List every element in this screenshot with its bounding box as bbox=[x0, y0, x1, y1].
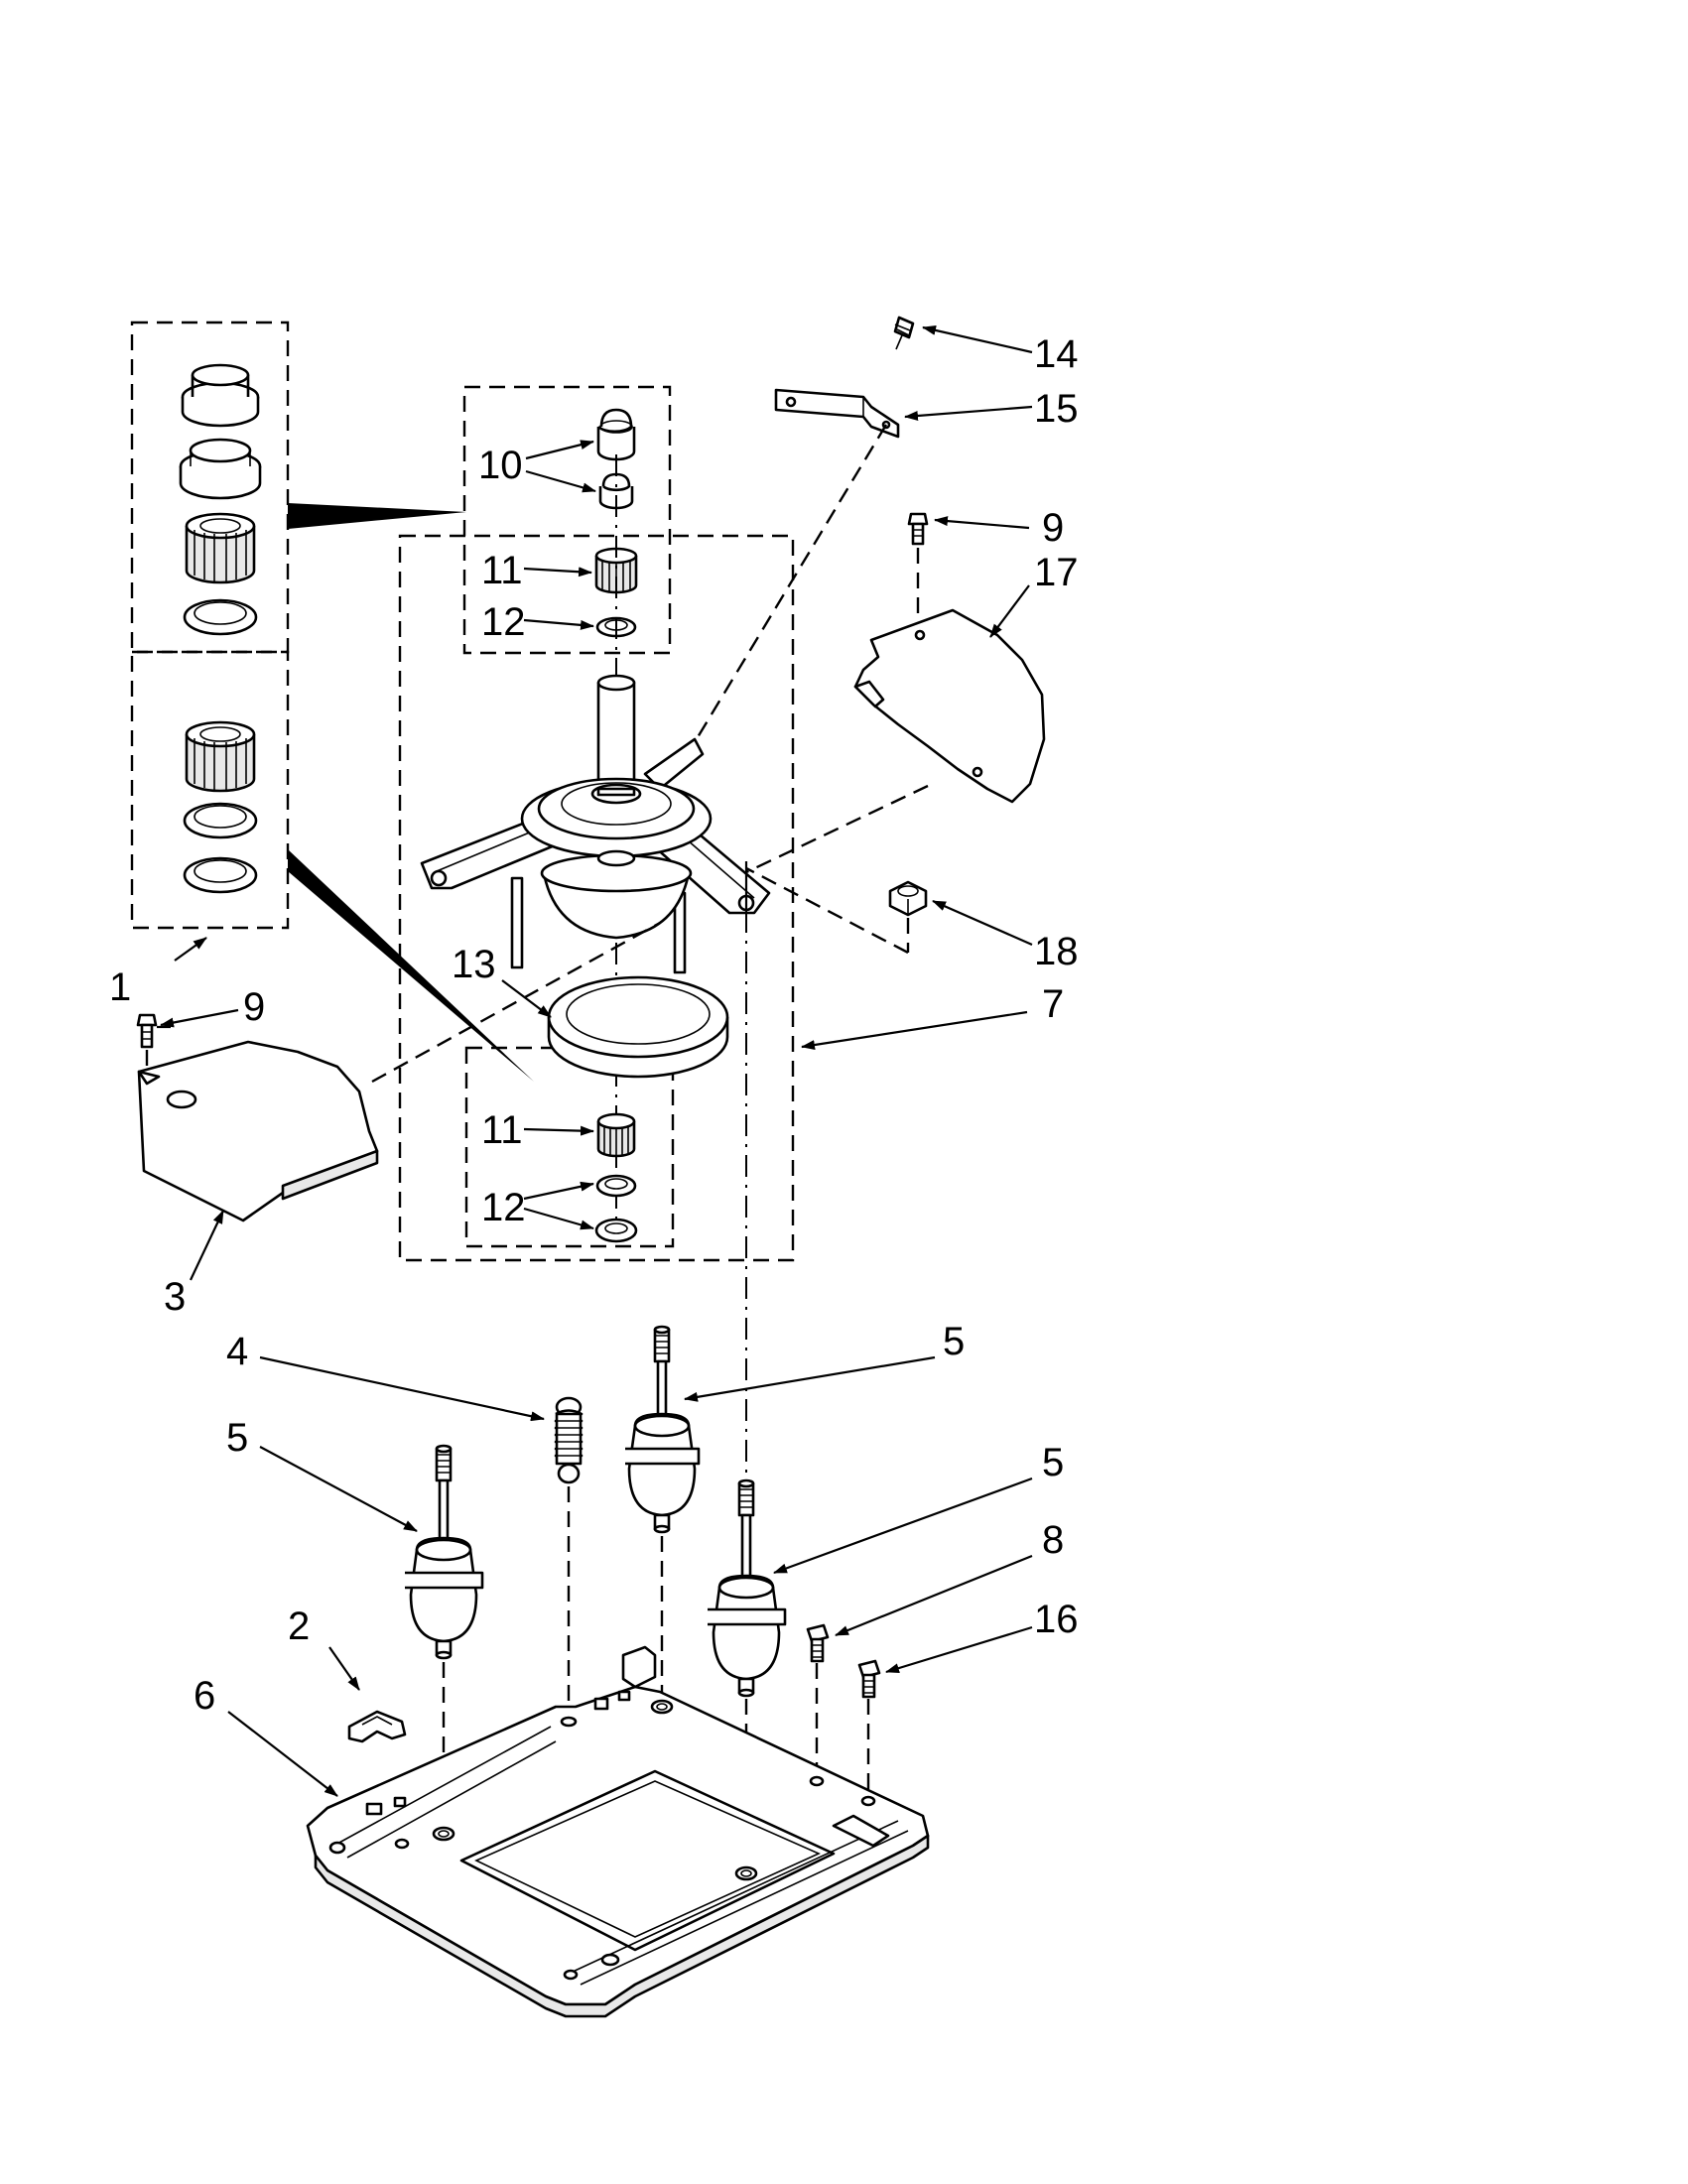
callout-9-left: 9 bbox=[243, 985, 265, 1029]
leader-lines bbox=[157, 325, 1033, 1797]
kit-wedge-lower bbox=[288, 849, 534, 1082]
plate-3-to-mechanism-line bbox=[371, 921, 661, 1084]
kit-ring-2 bbox=[183, 802, 258, 839]
callout-1: 1 bbox=[109, 965, 131, 1009]
kit-ring-3 bbox=[183, 856, 258, 894]
cover-17-to-hub-line bbox=[743, 784, 929, 875]
kit-gear-1 bbox=[185, 512, 256, 584]
callout-18: 18 bbox=[1034, 930, 1079, 973]
callout-16: 16 bbox=[1034, 1598, 1079, 1641]
damper-5-middle bbox=[625, 1325, 701, 1534]
callout-9-right: 9 bbox=[1042, 506, 1064, 550]
cover-plate-3 bbox=[137, 1040, 379, 1222]
mechanism-box bbox=[398, 534, 795, 1262]
kit-box-lower bbox=[130, 650, 290, 930]
callout-11-upper: 11 bbox=[481, 549, 523, 592]
kit-seal-1 bbox=[181, 363, 260, 428]
callout-14: 14 bbox=[1034, 332, 1079, 376]
callout-5-left: 5 bbox=[226, 1416, 248, 1460]
screw-16 bbox=[857, 1659, 881, 1699]
kit-gear-2 bbox=[185, 720, 256, 793]
callout-8: 8 bbox=[1042, 1518, 1064, 1562]
bracket-to-hub-line bbox=[693, 424, 888, 743]
kit-ring-1 bbox=[183, 598, 258, 636]
callout-6: 6 bbox=[194, 1674, 215, 1718]
callout-4: 4 bbox=[226, 1330, 248, 1373]
callout-7: 7 bbox=[1042, 982, 1064, 1026]
clip-2 bbox=[347, 1710, 407, 1743]
spring-4 bbox=[554, 1396, 584, 1484]
screw-8 bbox=[806, 1623, 830, 1663]
washer-lower-2 bbox=[594, 1218, 638, 1243]
nut-18 bbox=[888, 880, 928, 917]
callout-12-lower: 12 bbox=[481, 1186, 526, 1229]
callout-10: 10 bbox=[478, 444, 523, 487]
screw-9-right bbox=[907, 512, 929, 546]
mechanism-assembly bbox=[420, 737, 771, 974]
bearing-lower bbox=[596, 1112, 636, 1158]
screw-9-left bbox=[136, 1013, 158, 1049]
base-frame-6 bbox=[306, 1645, 930, 2018]
damper-5-left bbox=[405, 1444, 484, 1660]
washer-lower-1 bbox=[595, 1174, 637, 1198]
callout-5-right: 5 bbox=[1042, 1441, 1064, 1484]
cover-17 bbox=[853, 608, 1046, 804]
callout-11-lower: 11 bbox=[481, 1108, 523, 1152]
callout-15: 15 bbox=[1034, 387, 1079, 431]
bracket-15 bbox=[774, 388, 900, 439]
callout-17: 17 bbox=[1034, 551, 1079, 594]
screw-14 bbox=[893, 316, 915, 350]
kit-box-upper bbox=[130, 321, 290, 654]
callout-12-upper: 12 bbox=[481, 600, 526, 644]
kit-seal-2 bbox=[179, 438, 262, 500]
damper-5-right bbox=[708, 1478, 787, 1698]
callout-2: 2 bbox=[288, 1605, 310, 1648]
callout-3: 3 bbox=[164, 1275, 186, 1319]
callout-5-middle: 5 bbox=[943, 1320, 965, 1363]
seal-ring bbox=[547, 975, 729, 1079]
kit-wedge-upper bbox=[288, 503, 466, 529]
drive-shaft bbox=[596, 674, 636, 794]
cap-upper bbox=[596, 408, 636, 461]
callout-13: 13 bbox=[452, 943, 496, 986]
nut-18-to-arm-line bbox=[745, 866, 909, 955]
upper-bearing-box bbox=[462, 385, 672, 655]
